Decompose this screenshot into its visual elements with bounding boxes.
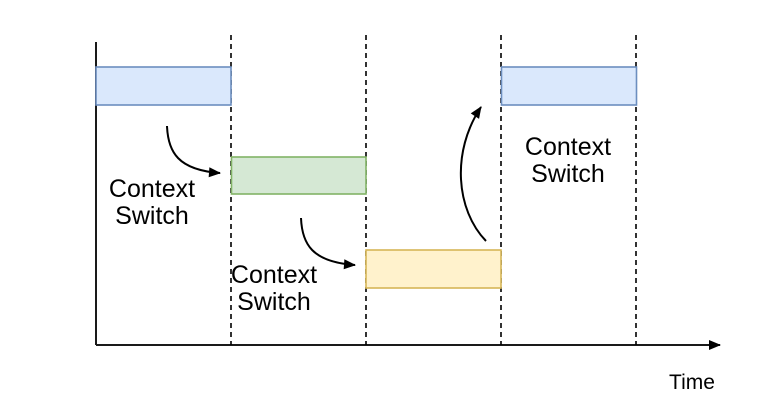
process-block-slice-4 [500, 66, 638, 106]
context-switch-label-3: Context Switch [524, 133, 612, 188]
context-switch-label-2: Context Switch [230, 261, 318, 316]
process-block-slice-2 [230, 156, 367, 195]
context-switch-arrow-2 [300, 217, 356, 270]
context-switch-arrow-1 [166, 125, 221, 178]
process-block-slice-1 [95, 66, 232, 106]
context-switch-label-1: Context Switch [108, 175, 196, 230]
time-axis-label: Time [669, 371, 715, 394]
context-switch-arrow-3 [459, 106, 487, 242]
process-block-slice-3 [365, 249, 502, 289]
